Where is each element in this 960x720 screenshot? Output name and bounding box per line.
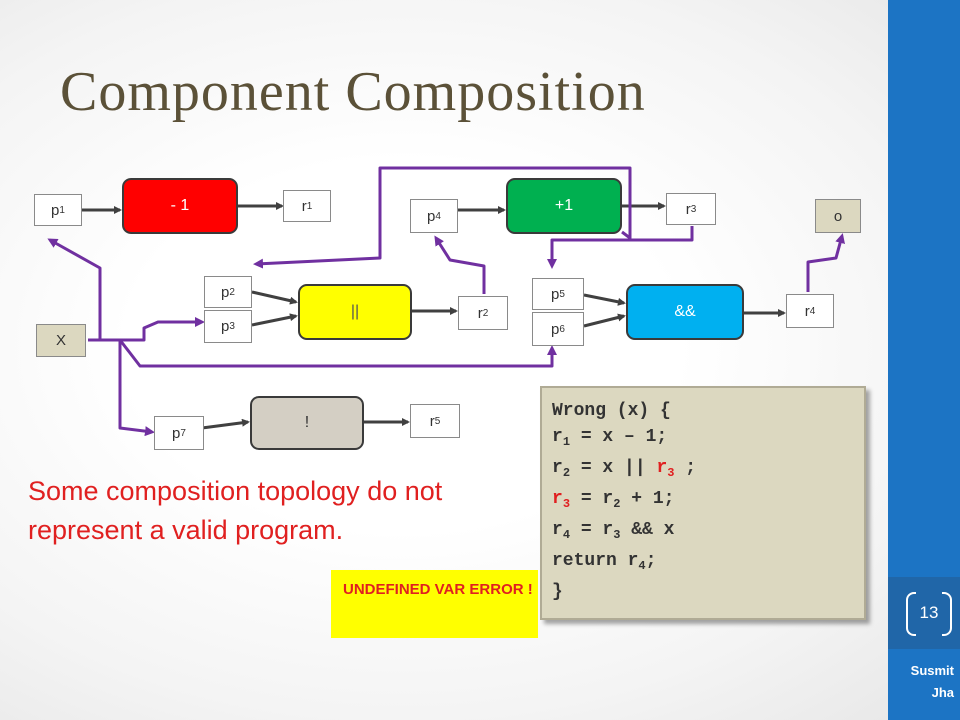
wire-r2-to-p4 bbox=[434, 235, 486, 294]
port-r3-label: r bbox=[685, 200, 691, 218]
wire-x-to-p1 bbox=[47, 238, 102, 340]
port-p4-label: p bbox=[427, 207, 436, 225]
port-x-label: X bbox=[55, 332, 66, 349]
wire-r3-to-p5 bbox=[547, 226, 694, 269]
component-decrement-label: - 1 bbox=[170, 197, 190, 214]
port-o-label: o bbox=[833, 207, 843, 225]
port-o: o bbox=[815, 199, 861, 233]
wire-x-to-p3 bbox=[88, 317, 205, 342]
wire-p6-to-and bbox=[583, 313, 626, 328]
code-line-1: r1 = x – 1; bbox=[552, 427, 668, 449]
page-number: 13 bbox=[906, 592, 952, 636]
component-or: || bbox=[298, 284, 412, 340]
page-number-band bbox=[888, 577, 960, 649]
component-increment: +1 bbox=[506, 178, 622, 234]
author-last-name: Jha bbox=[931, 685, 954, 700]
port-r4-label: r bbox=[804, 302, 810, 320]
port-p4-sub: 4 bbox=[435, 210, 441, 222]
code-line-4: r4 = r3 && x bbox=[552, 520, 675, 542]
wire-p2-to-or bbox=[251, 290, 298, 305]
port-r5-label: r bbox=[429, 412, 435, 430]
component-not-label: ! bbox=[304, 414, 310, 431]
component-and-label: && bbox=[674, 303, 696, 320]
wiring-diagram bbox=[47, 166, 845, 437]
port-p3-label: p bbox=[221, 318, 230, 335]
author-first-name: Susmit bbox=[910, 663, 954, 678]
wire-x-to-p6 bbox=[118, 339, 557, 368]
wire-p7-to-not bbox=[201, 418, 250, 430]
port-p5-sub: 5 bbox=[559, 288, 565, 300]
port-r5-sub: 5 bbox=[434, 415, 441, 427]
author-name: Susmit Jha bbox=[888, 660, 954, 704]
component-increment-label: +1 bbox=[554, 197, 574, 214]
code-footer: } bbox=[552, 582, 563, 602]
port-p7-sub: 7 bbox=[180, 427, 186, 439]
component-not: ! bbox=[250, 396, 364, 450]
port-r1-label: r bbox=[301, 197, 307, 215]
port-p6-sub: 6 bbox=[559, 323, 565, 335]
port-r2-sub: 2 bbox=[482, 307, 489, 319]
port-p6-label: p bbox=[551, 320, 560, 338]
error-label: UNDEFINED VAR ERROR ! bbox=[331, 570, 538, 638]
port-p2-sub: 2 bbox=[229, 286, 235, 298]
wire-p5-to-and bbox=[583, 293, 626, 306]
wire-r4-to-o bbox=[806, 233, 845, 292]
port-x: X bbox=[36, 324, 86, 357]
port-p3-sub: 3 bbox=[229, 321, 235, 332]
wire-inc-out-to-p2 bbox=[253, 166, 632, 269]
port-r2-label: r bbox=[477, 304, 483, 322]
port-p5-label: p bbox=[551, 285, 560, 303]
code-line-2: r2 = x || r3 ; bbox=[552, 458, 697, 480]
code-line-3: r3 = r2 + 1; bbox=[552, 489, 675, 511]
port-p1-sub: 1 bbox=[59, 204, 65, 216]
wire-x-to-p7 bbox=[118, 340, 155, 437]
component-or-label: || bbox=[350, 303, 360, 320]
code-header: Wrong (x) { bbox=[552, 401, 671, 421]
code-line-5: return r4; bbox=[552, 551, 657, 573]
port-r3-sub: 3 bbox=[690, 203, 697, 215]
code-box: Wrong (x) { r1 = x – 1; r2 = x || r3 ; r… bbox=[540, 386, 866, 620]
component-and: && bbox=[626, 284, 744, 340]
port-p1-label: p bbox=[51, 201, 60, 219]
slide-title: Component Composition bbox=[60, 61, 646, 123]
wire-p3-to-or bbox=[251, 313, 298, 327]
port-p2-label: p bbox=[221, 283, 230, 301]
port-r4-sub: 4 bbox=[809, 305, 816, 317]
component-decrement: - 1 bbox=[122, 178, 238, 234]
port-p7-label: p bbox=[172, 424, 181, 442]
slide-message: Some composition topology do not represe… bbox=[28, 476, 443, 545]
port-r1-sub: 1 bbox=[306, 200, 313, 212]
